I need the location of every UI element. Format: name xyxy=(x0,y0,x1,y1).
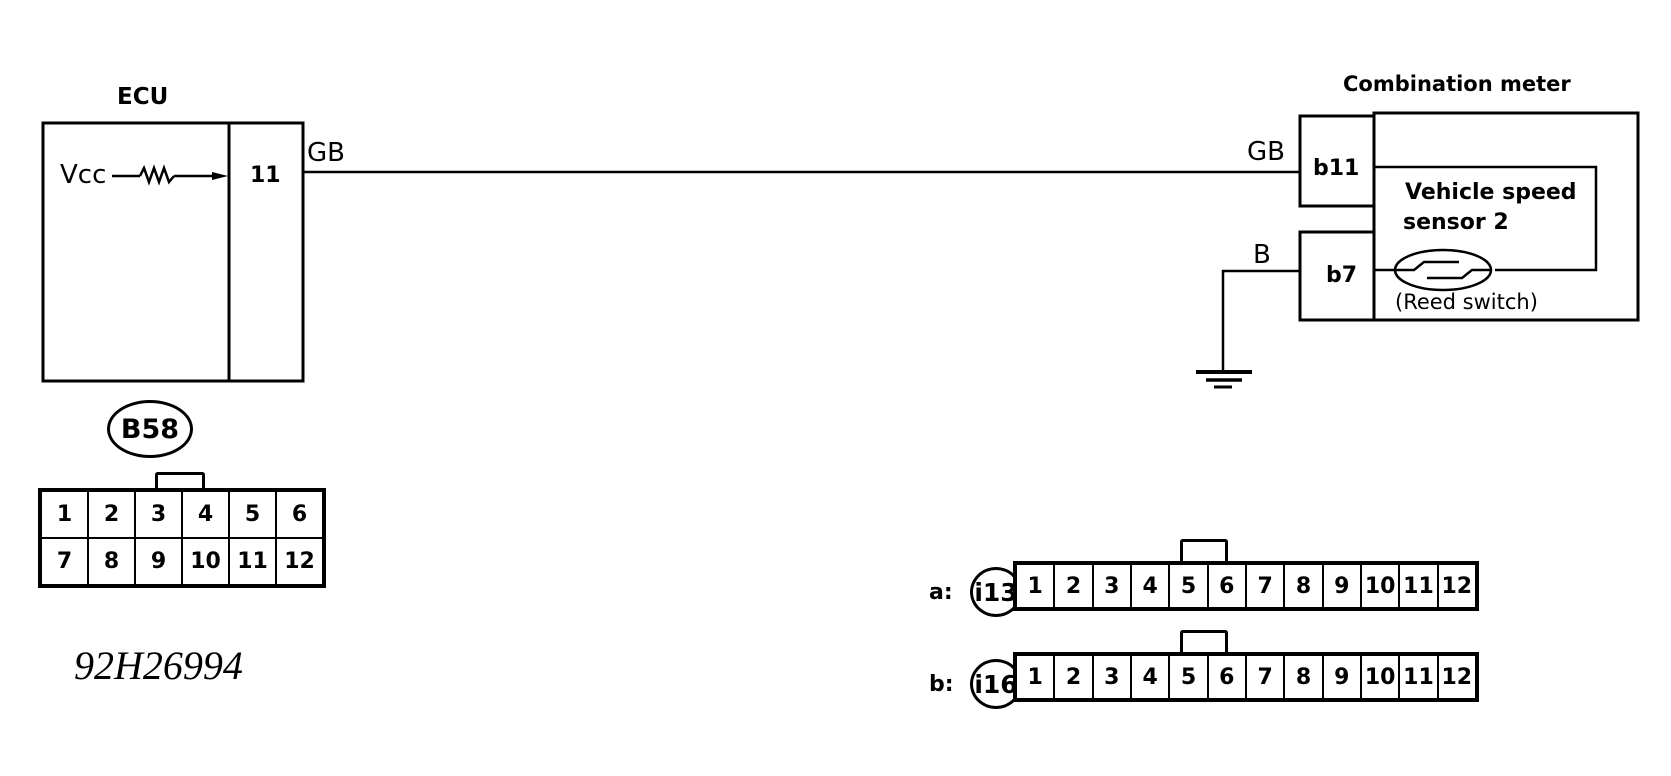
vcc-label: Vcc xyxy=(60,160,107,190)
b58-pin: 3 xyxy=(135,491,182,538)
connector-b-prefix: b: xyxy=(929,672,954,697)
b58-pin: 9 xyxy=(135,538,182,585)
reed-switch-icon xyxy=(1393,248,1493,292)
sensor-label-line2: sensor 2 xyxy=(1403,210,1509,235)
b58-pin: 8 xyxy=(88,538,135,585)
terminal-b11-box xyxy=(1298,114,1376,208)
connector-i13-latch xyxy=(1180,539,1228,561)
i16-pin: 9 xyxy=(1322,655,1361,699)
i13-pin: 8 xyxy=(1284,564,1323,608)
b58-pin: 4 xyxy=(182,491,229,538)
b58-pin: 7 xyxy=(41,538,88,585)
b58-pin: 12 xyxy=(276,538,323,585)
connector-i16-latch xyxy=(1180,630,1228,652)
reed-switch-label: (Reed switch) xyxy=(1395,290,1538,314)
i13-pin: 11 xyxy=(1399,564,1438,608)
sensor-loop-wire xyxy=(1374,165,1598,272)
connector-i16: 1 2 3 4 5 6 7 8 9 10 11 12 xyxy=(1013,652,1479,702)
ecu-box xyxy=(41,121,305,383)
connector-a-prefix: a: xyxy=(929,580,953,605)
wire-color-gb-ecu: GB xyxy=(307,138,345,168)
combination-meter-box xyxy=(1372,111,1640,322)
b58-pin: 5 xyxy=(229,491,276,538)
connector-b58-latch xyxy=(155,472,205,488)
i16-pin: 10 xyxy=(1360,655,1400,699)
connector-i13: 1 2 3 4 5 6 7 8 9 10 11 12 xyxy=(1013,561,1479,611)
i13-pin: 7 xyxy=(1245,564,1285,608)
i16-pin: 5 xyxy=(1169,655,1208,699)
ecu-terminal-11: 11 xyxy=(250,163,281,188)
ground-icon xyxy=(1196,370,1252,389)
terminal-b11-label: b11 xyxy=(1313,156,1360,181)
ecu-title: ECU xyxy=(117,84,169,110)
i16-pin: 8 xyxy=(1284,655,1323,699)
connector-b58-tag: B58 xyxy=(107,400,193,458)
i16-pin: 11 xyxy=(1399,655,1438,699)
b58-pin: 11 xyxy=(229,538,276,585)
i16-pin: 2 xyxy=(1054,655,1093,699)
i13-pin: 5 xyxy=(1169,564,1208,608)
i16-pin: 4 xyxy=(1130,655,1170,699)
resistor-icon xyxy=(112,164,228,186)
b58-pin: 1 xyxy=(41,491,88,538)
i13-pin: 10 xyxy=(1360,564,1400,608)
sensor-label-line1: Vehicle speed xyxy=(1405,180,1577,205)
i16-pin: 3 xyxy=(1092,655,1131,699)
i16-pin: 6 xyxy=(1207,655,1246,699)
b58-pin: 10 xyxy=(182,538,229,585)
wire-color-gb-meter: GB xyxy=(1247,137,1285,167)
i13-pin: 9 xyxy=(1322,564,1361,608)
i13-pin: 1 xyxy=(1016,564,1055,608)
i16-pin: 1 xyxy=(1016,655,1055,699)
terminal-b7-box xyxy=(1298,230,1376,322)
i13-pin: 2 xyxy=(1054,564,1093,608)
wire-color-b: B xyxy=(1253,240,1271,270)
i16-pin: 12 xyxy=(1437,655,1476,699)
i13-pin: 6 xyxy=(1207,564,1246,608)
wire-b-ground xyxy=(1221,269,1300,370)
i13-pin: 12 xyxy=(1437,564,1476,608)
terminal-b7-label: b7 xyxy=(1326,263,1358,288)
i13-pin: 3 xyxy=(1092,564,1131,608)
i16-pin: 7 xyxy=(1245,655,1285,699)
connector-b58: 1 2 3 4 5 6 7 8 9 10 11 12 xyxy=(38,488,326,588)
b58-pin: 2 xyxy=(88,491,135,538)
combination-meter-title: Combination meter xyxy=(1343,72,1571,96)
i13-pin: 4 xyxy=(1130,564,1170,608)
drawing-code: 92H26994 xyxy=(74,643,243,688)
b58-pin: 6 xyxy=(276,491,323,538)
